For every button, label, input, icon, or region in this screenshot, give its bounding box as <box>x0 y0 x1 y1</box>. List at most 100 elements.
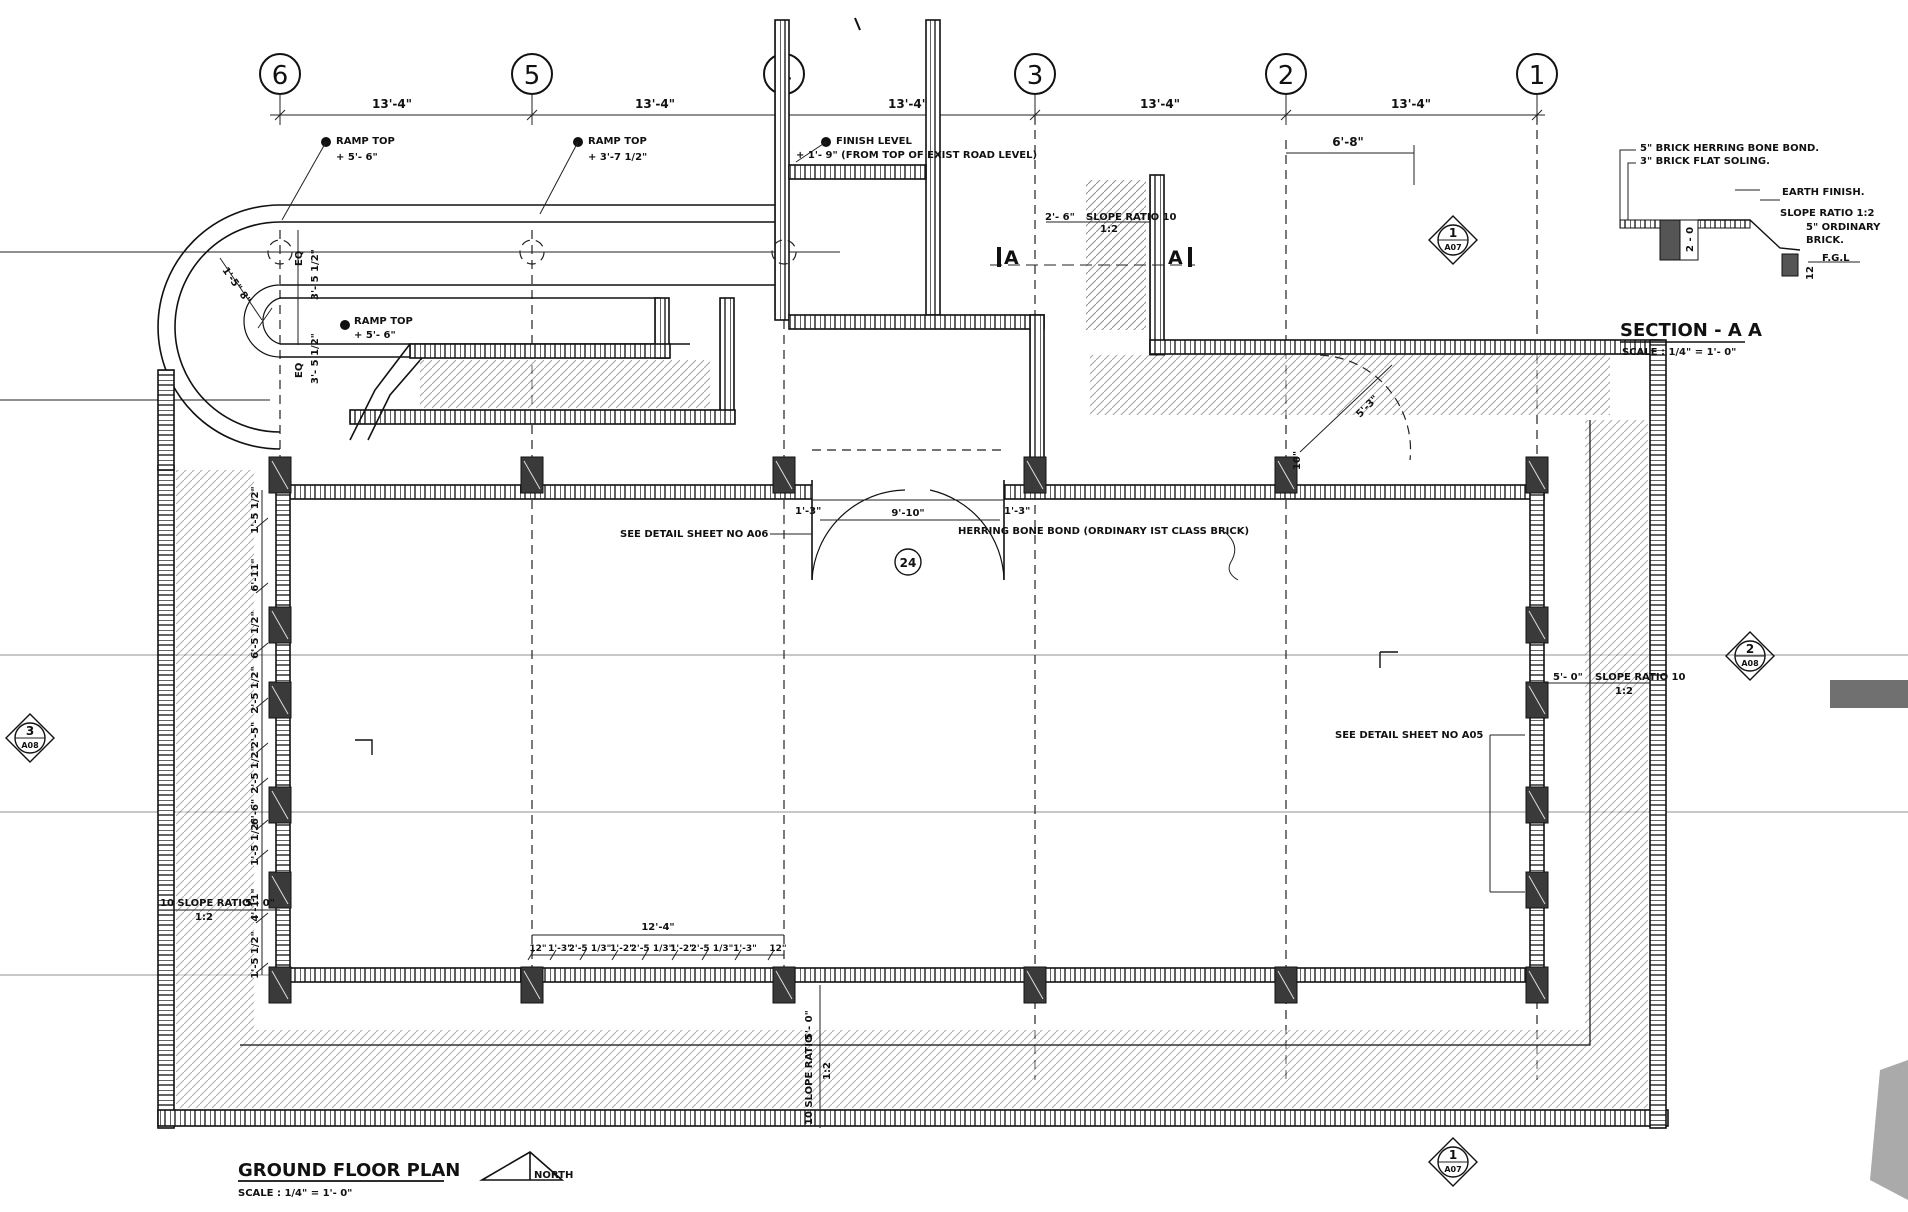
left-dim: 6'-6" <box>250 799 261 825</box>
dim-eq-2: EQ <box>294 363 305 378</box>
svg-text:A08: A08 <box>21 741 39 750</box>
finish-level-note: + 1'- 9" (FROM TOP OF EXIST ROAD LEVEL) <box>796 150 1037 161</box>
left-dim: 1'-5 1/2" <box>250 931 261 978</box>
slope-ratio-right-val: 1:2 <box>1615 686 1633 697</box>
dim-12-4: 12'-4" <box>641 922 674 933</box>
svg-text:A07: A07 <box>1444 243 1461 252</box>
plan-title: GROUND FLOOR PLAN <box>238 1160 460 1181</box>
bottom-dim: 1'-3" <box>733 944 757 954</box>
see-detail-a05: SEE DETAIL SHEET NO A05 <box>1335 730 1483 741</box>
grid-label-5: 5 <box>524 61 541 91</box>
grid-label-3: 3 <box>1027 61 1044 91</box>
svg-text:3: 3 <box>26 724 34 738</box>
bottom-dim: 2'-5 1/3" <box>691 944 734 954</box>
section-aa-detail: 5" BRICK HERRING BONE BOND. 3" BRICK FLA… <box>1619 143 1881 358</box>
bottom-dim: 2'-5 1/3" <box>569 944 612 954</box>
dim-door: 9'-10" <box>891 508 924 519</box>
dim-3-5-b: 3'- 5 1/2" <box>310 333 321 384</box>
bay-dim-2: 13'-4" <box>635 97 675 111</box>
section-note-7: F.G.L <box>1822 253 1850 264</box>
ramp-top-2-level: + 3'-7 1/2" <box>588 152 647 163</box>
dim-3-5-a: 3'- 5 1/2" <box>310 249 321 300</box>
section-note-1: 5" BRICK HERRING BONE BOND. <box>1640 143 1819 154</box>
section-dim-12: 12 <box>1805 266 1816 280</box>
slope-ratio-bottom-val: 1:2 <box>822 1062 833 1080</box>
bay-dim-5: 13'-4" <box>1391 97 1431 111</box>
north-label: NORTH <box>534 1170 573 1181</box>
left-dim: 1'-5 1/2" <box>250 486 261 533</box>
bottom-dim: 12" <box>769 944 786 954</box>
svg-text:1: 1 <box>1449 1148 1457 1162</box>
section-note-4: SLOPE RATIO 1:2 <box>1780 208 1875 219</box>
svg-text:A08: A08 <box>1741 659 1759 668</box>
ramp-top-3-label: RAMP TOP <box>354 316 413 327</box>
bottom-dim: 2'-5 1/3" <box>631 944 674 954</box>
ramp-top-2-label: RAMP TOP <box>588 136 647 147</box>
herring-bone-note: HERRING BONE BOND (ORDINARY IST CLASS BR… <box>958 526 1249 537</box>
grid-label-1: 1 <box>1529 61 1546 91</box>
ramp-top-3-level: + 5'- 6" <box>354 330 396 341</box>
plan-scale: SCALE : 1/4" = 1'- 0" <box>238 1188 352 1199</box>
section-note-6: BRICK. <box>1806 235 1844 246</box>
bay-dim-4: 13'-4" <box>1140 97 1180 111</box>
north-arrow-icon <box>479 1151 565 1181</box>
svg-text:A07: A07 <box>1444 1165 1461 1174</box>
bay-dimensions: 13'-4" 13'-4" 13'-4" 13'-4" 13'-4" <box>372 97 1431 111</box>
annotations: RAMP TOP + 5'- 6" RAMP TOP + 3'-7 1/2" R… <box>158 135 1686 1128</box>
svg-text:1: 1 <box>1449 226 1457 240</box>
ramp <box>157 204 797 450</box>
section-cut-a-left: A <box>1004 247 1019 269</box>
slope-ratio-bottom-dim: 5'- 0" <box>804 1010 815 1040</box>
dim-2-6: 2'- 6" <box>1045 212 1075 223</box>
upper-corridor <box>774 17 1661 481</box>
slope-ratio-left-val: 1:2 <box>195 912 213 923</box>
dim-10: 10" <box>1292 451 1303 470</box>
dim-ramp-radius: 1'-5" 8" <box>220 265 253 306</box>
dim-eq-1: EQ <box>294 251 305 266</box>
left-dim: 2'-5 1/2" <box>250 666 261 713</box>
slope-ratio-right: SLOPE RATIO 10 <box>1595 672 1686 683</box>
slope-ratio-bottom: 10 SLOPE RATIO <box>804 1035 815 1125</box>
bottom-dim: 1'-2" <box>610 944 634 954</box>
see-detail-a06: SEE DETAIL SHEET NO A06 <box>620 529 768 540</box>
grid-label-6: 6 <box>272 61 289 91</box>
slope-ratio-left-dim: 5'- 0" <box>245 898 275 909</box>
section-note-3: EARTH FINISH. <box>1782 187 1865 198</box>
bottom-dim: 1'-2" <box>670 944 694 954</box>
left-dim: 1'-5 1/2" <box>250 818 261 865</box>
door-tag: 24 <box>900 556 917 570</box>
title-block: GROUND FLOOR PLAN SCALE : 1/4" = 1'- 0" … <box>238 1151 573 1199</box>
dim-6-8: 6'-8" <box>1332 135 1364 149</box>
slope-ratio-right-dim: 5'- 0" <box>1553 672 1583 683</box>
section-scale: SCALE : 1/4" = 1'- 0" <box>1622 347 1736 358</box>
section-cut-a-right: A <box>1168 247 1183 269</box>
section-dim-2-0: 2 - 0 <box>1685 227 1696 252</box>
section-note-2: 3" BRICK FLAT SOLING. <box>1640 156 1770 167</box>
bay-dim-1: 13'-4" <box>372 97 412 111</box>
bay-dim-3: 13'-4" <box>888 97 928 111</box>
ramp-top-1-label: RAMP TOP <box>336 136 395 147</box>
ramp-top-1-level: + 5'- 6" <box>336 152 378 163</box>
slope-ratio-left: 10 SLOPE RATIO <box>160 898 250 909</box>
left-dim: 6'-11" <box>250 558 261 591</box>
dim-1-3-a: 1'-3" <box>795 506 821 517</box>
section-title: SECTION - A A <box>1620 320 1762 341</box>
grid-label-2: 2 <box>1278 61 1295 91</box>
dim-1-3-b: 1'-3" <box>1004 506 1030 517</box>
bottom-dim: 1'-3" <box>548 944 572 954</box>
slope-ratio-top-val: 1:2 <box>1100 224 1118 235</box>
finish-level-label: FINISH LEVEL <box>836 136 912 147</box>
left-dim: 2'-5" <box>250 722 261 748</box>
svg-text:2: 2 <box>1746 642 1754 656</box>
section-note-5: 5" ORDINARY <box>1806 222 1881 233</box>
building-walls <box>157 339 1669 1129</box>
bottom-dim: 12" <box>529 944 546 954</box>
slope-ratio-top: SLOPE RATIO 10 <box>1086 212 1177 223</box>
left-dim: 2'-5 1/2" <box>250 746 261 793</box>
left-dim: 6'-5 1/2" <box>250 611 261 658</box>
